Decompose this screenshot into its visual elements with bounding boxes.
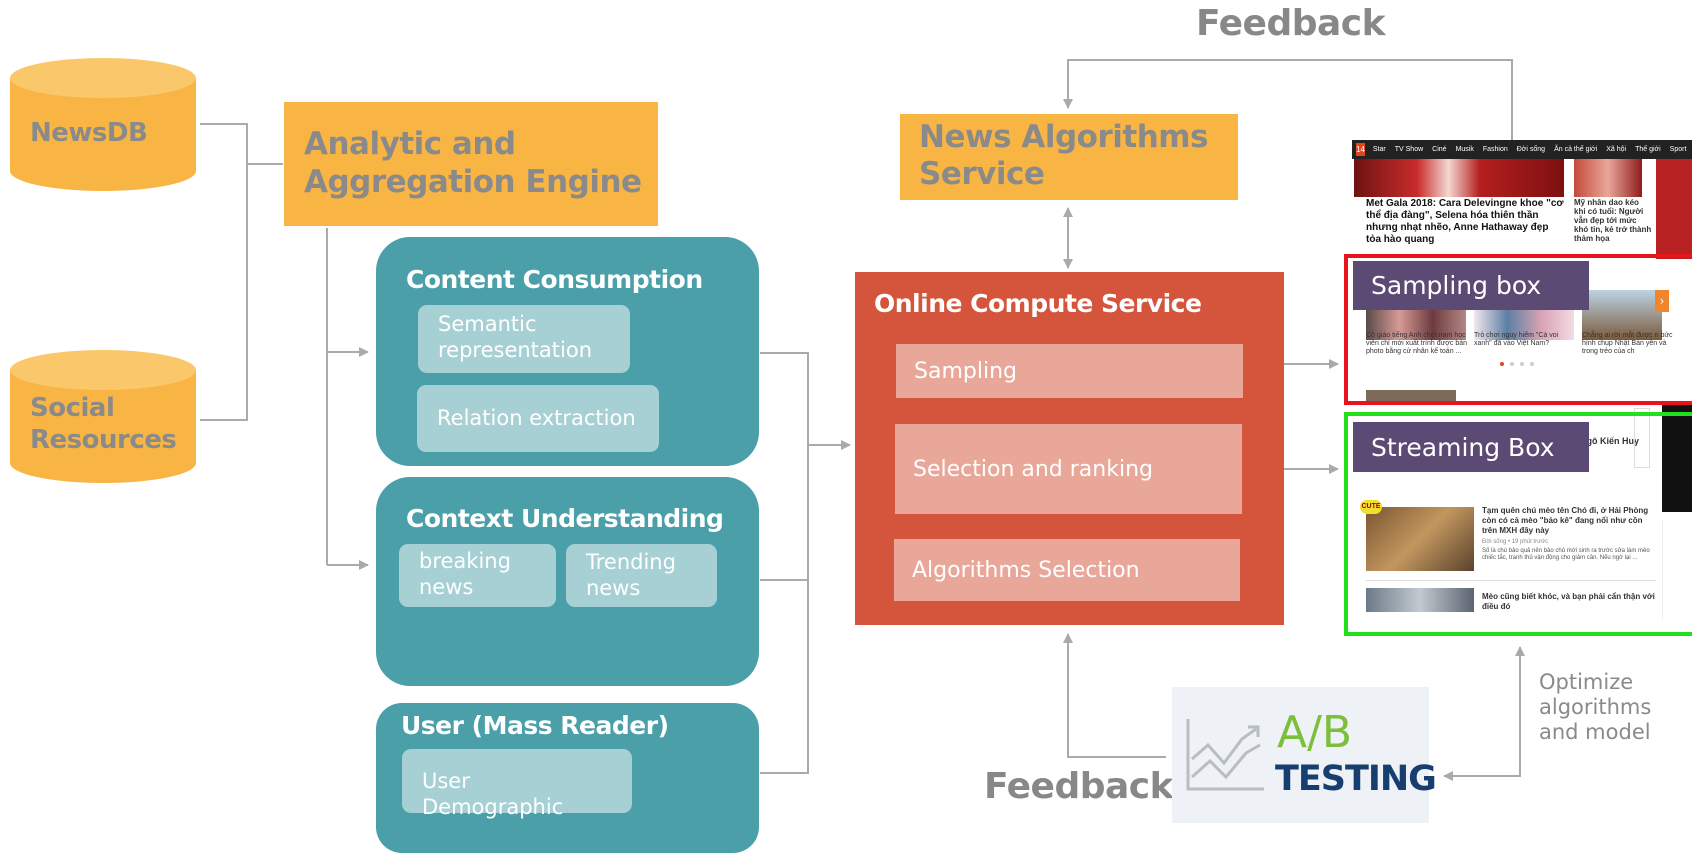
optimize-line2: algorithms (1539, 695, 1652, 719)
selection-ranking-item: Selection and ranking (895, 424, 1242, 514)
trending-line1: Trending (586, 550, 676, 574)
engine-line1: Analytic and (304, 126, 516, 162)
feedback-bottom-label: Feedback (984, 766, 1174, 807)
newsdb-cylinder (10, 58, 196, 191)
streaming-side-panel (1662, 520, 1692, 620)
sampling-box-frame (1344, 254, 1692, 405)
testing-text: TESTING (1275, 759, 1437, 799)
sampling-item: Sampling (896, 344, 1243, 398)
semantic-line2: representation (438, 338, 593, 362)
online-compute-title: Online Compute Service (874, 289, 1202, 318)
content-consumption-panel: Content Consumption Semantic representat… (376, 237, 759, 466)
chart-trend-icon (1186, 719, 1264, 791)
article-divider (1366, 580, 1656, 581)
carousel-next-icon[interactable]: › (1655, 290, 1669, 312)
semantic-representation-chip: Semantic representation (418, 305, 630, 373)
site-nav-item[interactable]: Ciné (1432, 146, 1447, 153)
streaming-box-label: Streaming Box (1353, 422, 1589, 472)
social-label-line2: Resources (30, 425, 177, 455)
site-nav-item[interactable]: Thế giới (1635, 146, 1661, 153)
algorithms-selection-item: Algorithms Selection (894, 539, 1240, 601)
side-headline-image (1574, 159, 1642, 197)
feedback-top-label: Feedback (1196, 3, 1386, 44)
optimize-algorithms-label: Optimize algorithms and model (1539, 670, 1651, 745)
news-algorithms-service: News Algorithms Service (900, 114, 1238, 200)
breaking-line1: breaking (419, 549, 511, 573)
site-nav-item[interactable]: Ăn cả thế giới (1554, 146, 1598, 153)
site-nav-item[interactable]: TV Show (1394, 146, 1424, 153)
social-resources-label: Social Resources (30, 392, 177, 456)
user-mass-reader-title: User (Mass Reader) (401, 711, 669, 740)
optimize-line3: and model (1539, 720, 1651, 744)
site-nav-bar: 14 Star TV Show Ciné Musik Fashion Đời sống Ăn… (1352, 140, 1692, 159)
headline-image (1354, 159, 1564, 197)
user-demographic-chip: User Demographic (402, 749, 632, 819)
engine-line2: Aggregation Engine (304, 164, 642, 200)
breaking-line2: news (419, 575, 474, 599)
article1-meta: Đời sống • 19 phút trước (1482, 539, 1549, 545)
breaking-news-chip: breaking news (399, 544, 556, 607)
social-label-line1: Social (30, 393, 115, 423)
user-mass-reader-panel: User (Mass Reader) User Demographic (376, 703, 759, 853)
headline-text: Met Gala 2018: Cara Delevingne khoe "cơ … (1366, 198, 1564, 245)
news-algorithms-line1: News Algorithms (919, 119, 1209, 155)
streaming-video-block (1662, 402, 1692, 512)
site-nav-item[interactable]: Đời sống (1516, 146, 1546, 153)
news-site-screenshot: 14 Star TV Show Ciné Musik Fashion Đời sống Ăn… (1352, 140, 1692, 620)
sampling-image-3 (1582, 290, 1662, 340)
analytic-aggregation-engine: Analytic and Aggregation Engine (284, 102, 658, 226)
article1-title: Tạm quên chú mèo tên Chó đi, ở Hải Phòng… (1482, 506, 1649, 535)
site-logo: 14 (1356, 143, 1365, 156)
site-nav-item[interactable]: Musik (1455, 146, 1474, 153)
site-nav-item[interactable]: Sport (1669, 146, 1687, 153)
optimize-line1: Optimize (1539, 670, 1634, 694)
site-nav-items: Star TV Show Ciné Musik Fashion Đời sống Ăn cả… (1373, 146, 1692, 153)
streaming-thumb (1366, 390, 1456, 402)
context-understanding-panel: Context Understanding breaking news Tren… (376, 477, 759, 686)
context-understanding-title: Context Understanding (406, 504, 724, 533)
ab-testing-logo: A/B TESTING (1172, 687, 1437, 823)
news-algorithms-line2: Service (919, 156, 1045, 192)
trending-news-chip: Trending news (566, 544, 717, 607)
social-resources-cylinder (10, 350, 196, 483)
ab-text: A/B (1277, 707, 1353, 758)
cute-badge: CUTE (1360, 500, 1382, 514)
article1-summary: Số là chú bảo quả nên bảo chủ mới sinh r… (1482, 548, 1650, 561)
article2-image (1366, 588, 1474, 612)
content-consumption-title: Content Consumption (406, 265, 703, 294)
sampling-box-label: Sampling box (1353, 261, 1589, 310)
side-headline-text: Mỹ nhân dao kéo khi có tuổi: Người vẫn đ… (1574, 198, 1652, 243)
site-nav-item[interactable]: Fashion (1482, 146, 1508, 153)
sampling-caption-3: Chẳng ai rời mắt được n bức hình chụp Nh… (1582, 332, 1673, 355)
streaming-scroll[interactable] (1634, 408, 1650, 468)
side-ad-image (1656, 159, 1692, 259)
article2-title: Mèo cũng biết khóc, và bạn phải cẩn thận… (1482, 592, 1655, 611)
connector-lines (200, 59, 1525, 781)
site-nav-item[interactable]: Star (1372, 146, 1386, 153)
semantic-line1: Semantic (438, 312, 537, 336)
online-compute-service-panel: Online Compute Service Sampling Selectio… (855, 272, 1284, 625)
streaming-name: Ngô Kiến Huy (1580, 436, 1640, 446)
carousel-dots[interactable] (1500, 362, 1534, 366)
sampling-caption-1: Cô giáo tiếng Anh chửi nam học viên chỉ … (1366, 332, 1468, 355)
trending-line2: news (586, 576, 641, 600)
relation-extraction-chip: Relation extraction (417, 385, 659, 452)
sampling-caption-2: Trò chơi nguy hiểm "Cá voi xanh" đã vào … (1474, 332, 1559, 347)
site-nav-item[interactable]: Xã hội (1606, 146, 1627, 153)
article1-image (1366, 507, 1474, 571)
newsdb-label: NewsDB (30, 118, 148, 148)
streaming-box-frame (1344, 412, 1692, 636)
